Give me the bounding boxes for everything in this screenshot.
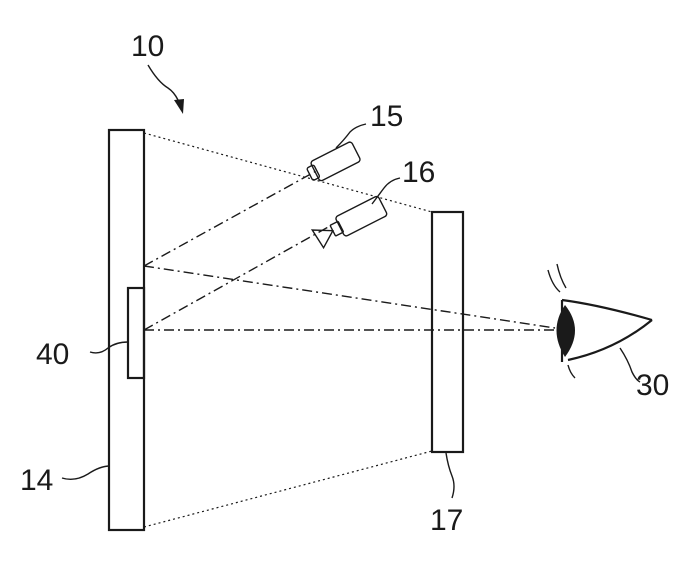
label-30: 30 (636, 369, 669, 402)
label-10: 10 (131, 30, 164, 63)
leader-15 (336, 124, 366, 148)
left-panel-14 (109, 130, 144, 530)
label-40: 40 (36, 338, 69, 371)
label-17: 17 (430, 504, 463, 537)
label-15: 15 (370, 100, 403, 133)
top-envelope-line (144, 133, 432, 212)
eye-30-icon (548, 264, 652, 378)
leader-17 (446, 453, 454, 498)
leader-16 (372, 178, 400, 204)
marker-element-40 (128, 288, 144, 378)
ray-panel-to-eye-upper (144, 266, 555, 328)
ray-camera15-to-panel (144, 170, 318, 266)
label-16: 16 (402, 156, 435, 189)
leader-14 (62, 466, 110, 479)
label-14: 14 (20, 464, 53, 497)
right-panel-17 (432, 212, 463, 452)
system-10-arrow (148, 65, 184, 114)
bottom-envelope-line (144, 451, 432, 527)
camera-15-icon (305, 141, 361, 184)
ray-camera16-to-panel (144, 226, 330, 330)
camera-16-icon (312, 196, 388, 249)
